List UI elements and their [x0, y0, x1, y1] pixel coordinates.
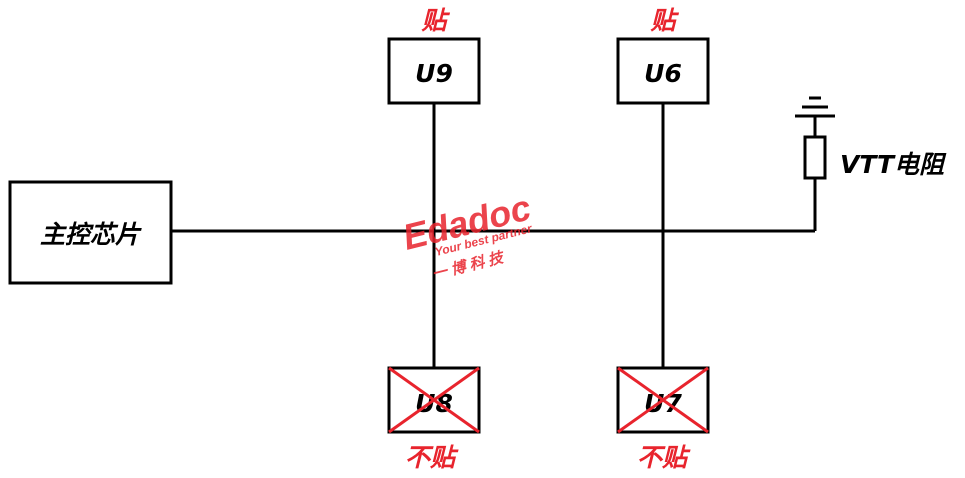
u6-status-label: 贴 [649, 6, 679, 35]
vtt-resistor-label: VTT电阻 [840, 150, 947, 179]
u6-label: U6 [644, 59, 682, 88]
controller-chip: 主控芯片 [8, 180, 173, 285]
u7-not-fitted-cross-icon [617, 366, 709, 434]
u8-not-fitted-cross-icon [388, 366, 480, 434]
u9-label: U9 [415, 59, 453, 88]
u8-label: U8 [415, 389, 453, 418]
chip-u9: 贴 U9 [387, 6, 481, 105]
u8-status-label: 不贴 [405, 443, 459, 472]
u9-status-label: 贴 [420, 6, 450, 35]
chip-u6: 贴 U6 [616, 6, 710, 105]
controller-label: 主控芯片 [40, 220, 142, 249]
chip-u7: U7 不贴 [616, 366, 710, 472]
vtt-resistor-icon [803, 135, 827, 180]
ground-icon [795, 96, 835, 118]
u7-status-label: 不贴 [637, 443, 691, 472]
chip-u8: U8 不贴 [387, 366, 481, 472]
edadoc-watermark: Edadoc Your best partner 一 博 科 技 [399, 187, 535, 284]
u7-label: U7 [644, 389, 682, 418]
